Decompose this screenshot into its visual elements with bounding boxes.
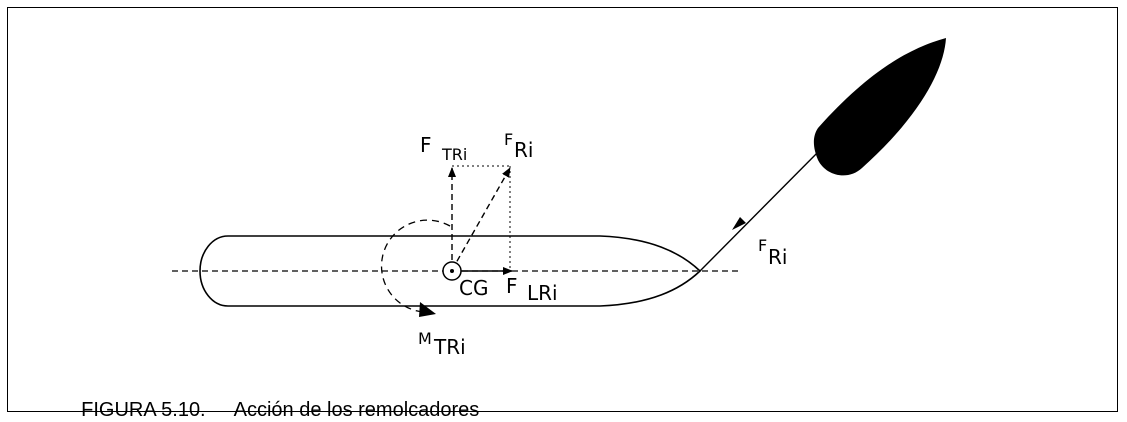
svg-text:TRi: TRi xyxy=(441,145,467,164)
cg-dot xyxy=(450,269,454,273)
figure-caption: FIGURA 5.10. Acción de los remolcadores xyxy=(70,376,479,422)
tow-line-arrowhead xyxy=(732,217,746,230)
caption-number: FIGURA 5.10. xyxy=(81,399,206,421)
svg-text:F: F xyxy=(758,236,767,255)
m-tri-moment-arc xyxy=(380,219,451,313)
label-cg: CG xyxy=(459,276,488,300)
label-f-ri-right: F Ri xyxy=(758,236,787,269)
label-f-tri: F TRi xyxy=(420,133,467,164)
figure-frame xyxy=(7,7,1118,412)
ship-hull xyxy=(199,235,702,307)
label-f-ri-top: F Ri xyxy=(504,130,533,162)
svg-text:F: F xyxy=(506,274,518,298)
caption-text: Acción de los remolcadores xyxy=(233,399,480,421)
svg-text:F: F xyxy=(504,130,513,149)
tugboat xyxy=(813,38,946,176)
svg-text:LRi: LRi xyxy=(527,281,558,305)
f-ri-vector xyxy=(451,167,511,271)
svg-text:F: F xyxy=(420,133,432,157)
svg-text:Ri: Ri xyxy=(514,138,533,162)
svg-text:Ri: Ri xyxy=(768,245,787,269)
svg-text:M: M xyxy=(418,329,432,348)
tow-line xyxy=(699,139,831,272)
svg-text:TRi: TRi xyxy=(433,335,466,359)
m-tri-arrowhead xyxy=(419,302,436,317)
label-f-lri: F LRi xyxy=(506,274,558,305)
label-m-tri: M TRi xyxy=(418,329,466,359)
